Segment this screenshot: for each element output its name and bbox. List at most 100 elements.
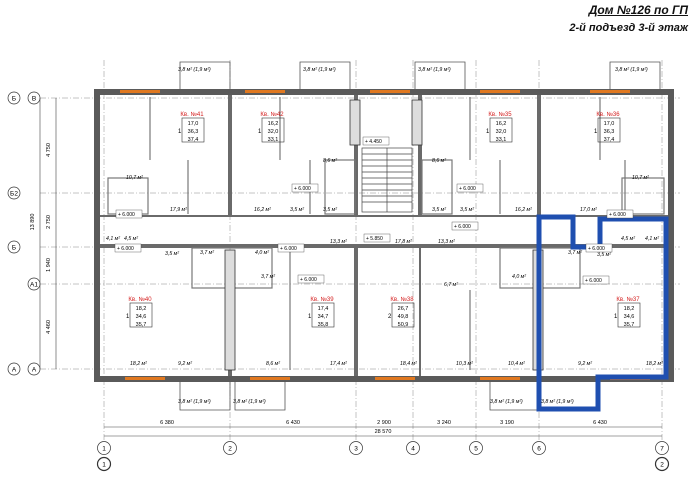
apartment-area-value: 34,7 (318, 314, 329, 320)
level-box (451, 221, 479, 231)
horizontal-dimension: 2 900 (377, 420, 391, 426)
axis-bubble (654, 456, 670, 472)
room-count: 1 (178, 129, 182, 135)
horizontal-dimension: 3 240 (437, 420, 451, 426)
room-area: 8,6 м² (323, 158, 337, 164)
level-mark: + 6.000 (588, 246, 605, 252)
axis-letter: А (32, 367, 37, 374)
room-area: 13,3 м² (330, 239, 347, 245)
apartment-box (181, 117, 205, 143)
level-box (277, 243, 305, 253)
apartment-area-value: 17,0 (604, 121, 615, 127)
axis-bubble (532, 441, 546, 455)
apartment-area-value: 33,1 (496, 137, 507, 143)
axis-number: 5 (474, 446, 478, 453)
apartment-number: Кв. №39 (310, 296, 334, 303)
room-area: 10,7 м² (126, 175, 143, 181)
room-area: 4,1 м² (645, 236, 659, 242)
axis-bubble (349, 441, 363, 455)
axis-letter: Б (12, 245, 16, 252)
level-mark: + 6.000 (300, 277, 317, 283)
room-count: 1 (486, 129, 490, 135)
apartment-area-value: 17,0 (188, 121, 199, 127)
apartment-area-value: 34,6 (624, 314, 635, 320)
apartment-area-value: 36,3 (188, 129, 199, 135)
apartment-area-value: 34,6 (136, 314, 147, 320)
axis-bubble (7, 240, 21, 254)
horizontal-dimension: 3 190 (500, 420, 514, 426)
room-area: 18,4 м² (400, 361, 417, 367)
level-marks: + 4.450+ 6.000+ 6.000+ 6.000+ 6.000+ 5.8… (114, 136, 634, 285)
room-area: 3,8 м² (1,9 м²) (490, 399, 523, 405)
axis-bubble (7, 186, 21, 200)
axis-bubble (97, 441, 111, 455)
room-area: 3,7 м² (200, 250, 214, 256)
axis-bubble (406, 441, 420, 455)
room-area: 3,5 м² (460, 207, 474, 213)
balconies (179, 61, 661, 411)
axis-bubble (7, 362, 21, 376)
apartment-area-value: 18,2 (624, 306, 635, 312)
level-box (582, 275, 610, 285)
room-area: 4,5 м² (621, 236, 635, 242)
plan-title: Дом №126 по ГП (588, 3, 688, 17)
highlighted-apartment[interactable] (536, 214, 669, 412)
level-box (456, 183, 484, 193)
vertical-dimension: 1 940 (46, 258, 52, 272)
level-mark: + 6.000 (117, 246, 134, 252)
room-count: 1 (258, 129, 262, 135)
room-area: 8,6 м² (266, 361, 280, 367)
apartment-area-value: 26,7 (398, 306, 409, 312)
apartment-area-value: 16,2 (496, 121, 507, 127)
axis-letter: Б (12, 96, 16, 103)
room-count: 1 (614, 314, 618, 320)
apartment-labels: Кв. №41 1 17,0 36,3 37,4 Кв. №42 1 16,2 32,0 33,1… (126, 111, 641, 328)
apartment-area-value: 36,3 (604, 129, 615, 135)
apartment-area-value: 32,0 (268, 129, 279, 135)
room-area: 3,5 м² (290, 207, 304, 213)
horizontal-dimension: 6 430 (593, 420, 607, 426)
room-area: 3,7 м² (568, 250, 582, 256)
room-area: 3,8 м² (1,9 м²) (233, 399, 266, 405)
room-area: 3,8 м² (1,9 м²) (178, 67, 211, 73)
apartment-number: Кв. №36 (596, 111, 620, 118)
apartment-number: Кв. №42 (260, 111, 284, 118)
apartment-area-value: 49,8 (398, 314, 409, 320)
room-count: 2 (388, 314, 392, 320)
apartment-number: Кв. №41 (180, 111, 204, 118)
apartment-area-value: 18,2 (136, 306, 147, 312)
axis-letter: Б2 (10, 191, 18, 198)
room-area: 3,5 м² (323, 207, 337, 213)
level-box (585, 243, 613, 253)
apartment-area-value: 16,2 (268, 121, 279, 127)
vertical-dimension: 2 750 (46, 215, 52, 229)
room-area: 18,2 м² (130, 361, 147, 367)
apartment-area-value: 17,4 (318, 306, 329, 312)
horizontal-dimension: 6 430 (286, 420, 300, 426)
apartment-info-box: Кв. №41 1 17,0 36,3 37,4 (178, 111, 205, 143)
vertical-dimension: 4 460 (46, 320, 52, 334)
level-mark: + 6.000 (609, 212, 626, 218)
apartment-box (391, 302, 415, 328)
total-dimension: 28 570 (375, 429, 392, 435)
axis-number: 7 (660, 446, 664, 453)
axis-letter: А (12, 367, 17, 374)
room-area: 3,8 м² (1,9 м²) (178, 399, 211, 405)
apartment-number: Кв. №37 (616, 296, 640, 303)
room-count: 1 (308, 314, 312, 320)
axis-number: 2 (228, 446, 232, 453)
apartment-area-value: 35,7 (136, 322, 147, 328)
room-area: 10,4 м² (508, 361, 525, 367)
plan-subtitle: 2-й подъезд 3-й этаж (569, 22, 688, 34)
level-mark: + 6.000 (585, 278, 602, 284)
axis-letter: А1 (30, 282, 38, 289)
axis-letter: В (32, 96, 36, 103)
apartment-area-value: 37,4 (188, 137, 199, 143)
axis-bubble (469, 441, 483, 455)
